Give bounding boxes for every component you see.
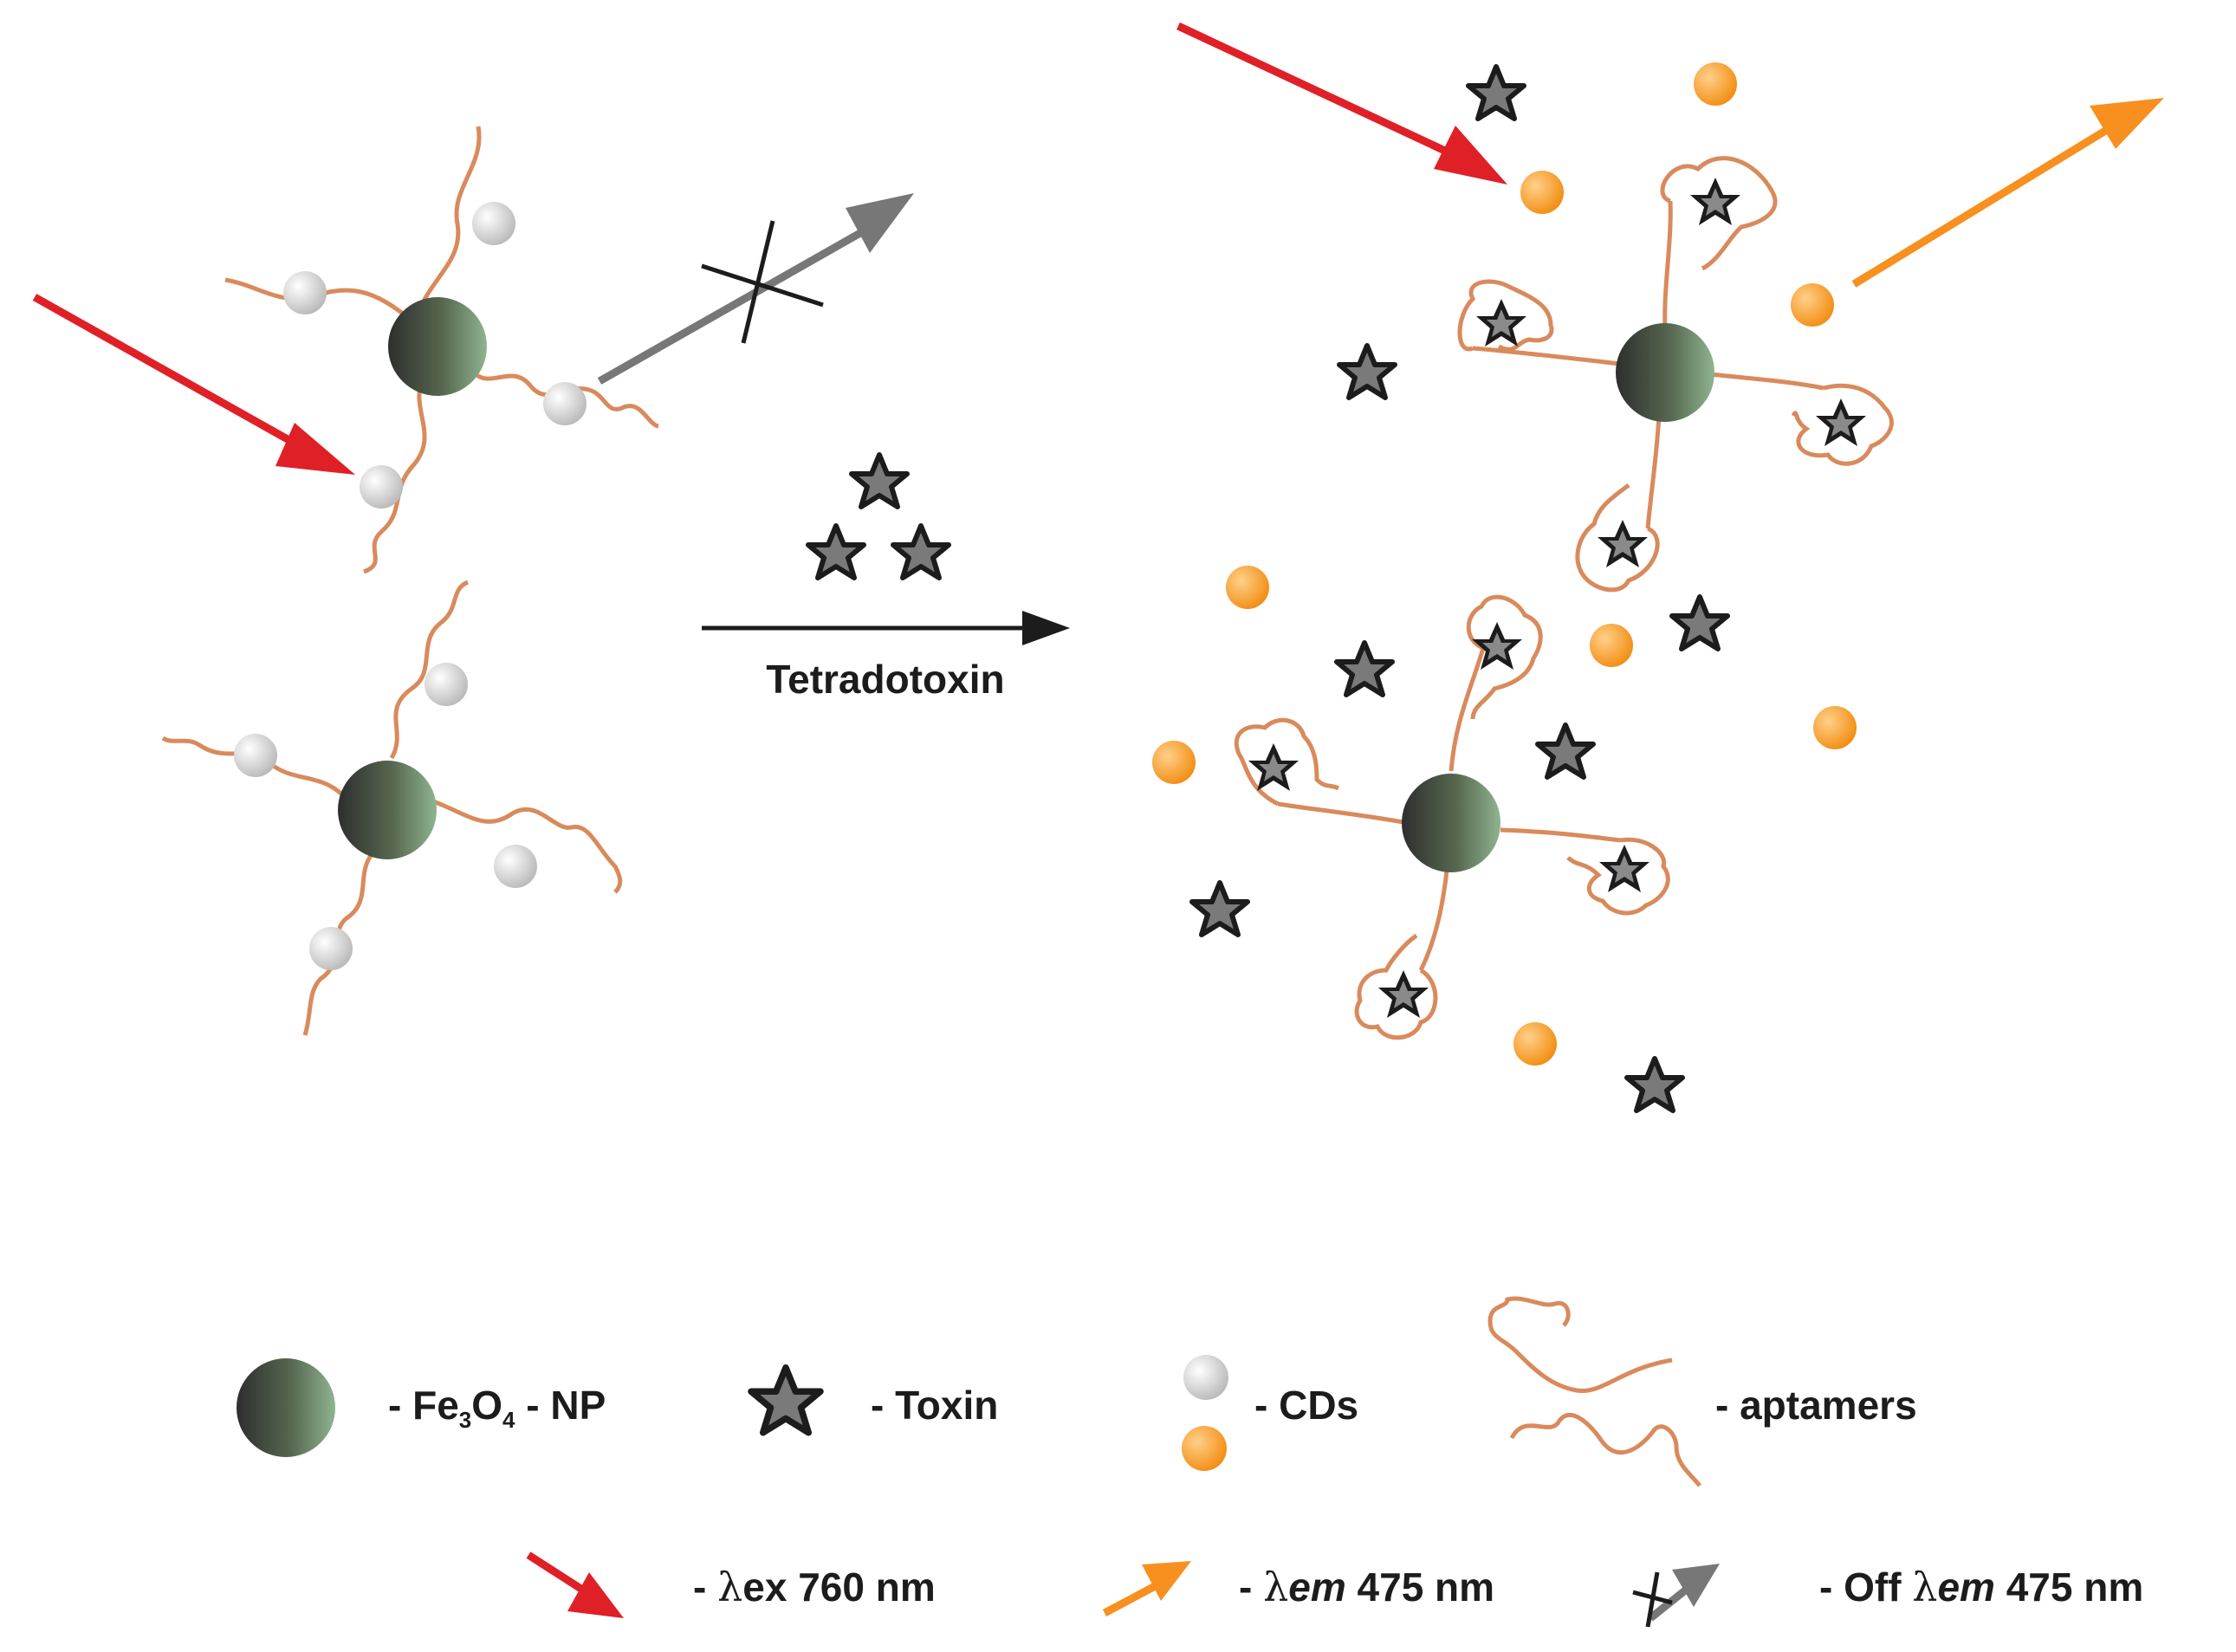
legend-aptamers-label: - aptamers [1715, 1383, 1917, 1428]
aptamer-strand [415, 126, 482, 314]
red-arrow-icon [32, 294, 355, 475]
carbon-dot-icon [1182, 1426, 1227, 1471]
aptamer-icon [1487, 1296, 1673, 1394]
aptamer-strand [1566, 837, 1670, 916]
red-arrow-icon [526, 1552, 624, 1618]
aptamer-strand [1645, 415, 1662, 529]
carbon-dot-off [472, 202, 515, 245]
orange-arrow-icon [1102, 1561, 1191, 1616]
legend-np-label: - Fe3O4 - NP [388, 1383, 606, 1433]
legend-off-label: - Off λem 475 nm [1819, 1564, 2143, 1610]
carbon-dot-icon [1183, 1355, 1228, 1400]
red-arrow-icon [1176, 22, 1507, 185]
cross-icon [1632, 1571, 1673, 1628]
gray-arrow-icon [597, 193, 914, 385]
aptamer-strand [1277, 801, 1409, 826]
toxin-star-icon [852, 455, 907, 507]
carbon-dot-off [283, 271, 327, 314]
reaction-arrow [702, 611, 1070, 645]
toxin-star-icon [893, 526, 949, 578]
free-carbon-dots [1152, 62, 1857, 1066]
aptamer-strand [1354, 933, 1438, 1040]
toxin-star-icon [1339, 346, 1395, 398]
aptamer-strand [1575, 483, 1660, 593]
np-complex-on-top [1457, 156, 1894, 593]
fe3o4-nanoparticle [1402, 774, 1500, 872]
reaction-toxins [808, 455, 949, 578]
aptamer-strand [1660, 156, 1778, 271]
aptamer-strand [1662, 200, 1673, 330]
carbon-dot-off [309, 927, 353, 970]
np-complex-off-top [224, 126, 659, 574]
aptamer-strand [1500, 827, 1621, 843]
toxin-star-icon [1192, 883, 1248, 935]
fe3o4-nanoparticle [388, 297, 487, 396]
carbon-dot-off [543, 382, 587, 425]
aptamer-strand [1449, 647, 1486, 772]
toxin-star-icon [1538, 725, 1593, 777]
aptamer-strand [1710, 372, 1824, 391]
carbon-dot-on [1520, 171, 1564, 214]
orange-arrow-icon [1851, 98, 2164, 288]
legend-cds-label: - CDs [1254, 1383, 1358, 1428]
aptamer-strand [1234, 717, 1340, 807]
aptamer-strand [1466, 594, 1543, 720]
carbon-dot-on [1513, 1022, 1557, 1066]
carbon-dot-off [360, 465, 403, 509]
bound-toxin-icon [1816, 398, 1866, 446]
toxin-star-icon [751, 1368, 820, 1433]
carbon-dot-on [1226, 566, 1269, 609]
gray-arrow-icon [1648, 1564, 1720, 1622]
carbon-dot-on [1813, 706, 1857, 749]
fe3o4-nanoparticle [338, 761, 437, 859]
carbon-dot-on [1152, 741, 1196, 784]
carbon-dot-on [1590, 624, 1633, 667]
toxin-star-icon [1337, 643, 1392, 695]
carbon-dot-off [234, 734, 277, 777]
nanoparticle-icon [237, 1358, 335, 1457]
legend-ex-label: - λex 760 nm [693, 1564, 936, 1610]
bound-toxin-icon [1598, 520, 1648, 567]
carbon-dot-on [1791, 283, 1834, 327]
bound-toxin-icon [1599, 845, 1649, 892]
legend-toxin-label: - Toxin [871, 1383, 998, 1428]
toxin-star-icon [808, 526, 864, 578]
toxin-star-icon [1468, 67, 1524, 119]
aptamer-strand [1457, 279, 1554, 352]
toxin-star-icon [1672, 597, 1727, 649]
aptamer-strand [1418, 870, 1449, 972]
aptamer-strand [389, 580, 470, 760]
fe3o4-nanoparticle [1616, 323, 1714, 422]
bound-toxin-icon [1378, 970, 1429, 1018]
free-toxins [1192, 67, 1727, 1111]
carbon-dot-off [494, 845, 537, 888]
bound-toxin-icon [1690, 178, 1740, 225]
cross-icon [701, 220, 824, 344]
legend: - Fe3O4 - NP - Toxin - CDs - aptamers - … [237, 1296, 2143, 1628]
aptamer-strand [432, 799, 623, 894]
carbon-dot-on [1694, 62, 1737, 106]
np-complex-off-bottom [161, 580, 623, 1036]
carbon-dot-off [425, 663, 468, 706]
legend-em-label: - λem 475 nm [1239, 1564, 1494, 1610]
toxin-star-icon [1627, 1059, 1682, 1111]
aptamer-icon [1509, 1412, 1701, 1487]
bound-toxin-icon [1476, 299, 1526, 347]
np-complex-on-bottom [1234, 594, 1670, 1040]
aptamer-strand [1791, 383, 1894, 466]
reaction-label: Tetradotoxin [766, 657, 1004, 702]
aptamer-strand [470, 369, 659, 429]
aptamer-strand [1472, 346, 1621, 366]
